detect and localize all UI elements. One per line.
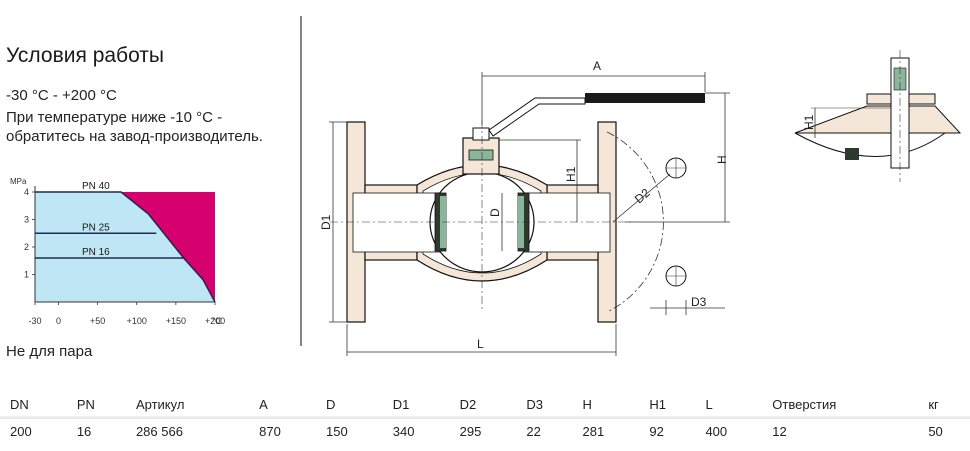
table-header-row: DN PN Артикул A D D1 D2 D3 H H1 L Отверс… [0,392,970,416]
col-pn: PN [76,396,95,412]
x-tick-label: +100 [127,316,147,326]
col-d1: D1 [392,396,410,412]
col-dn: DN [10,396,29,412]
label-h1: H1 [564,166,578,182]
valve-technical-drawing: A H H1 D1 D D2 D3 L H1 [300,16,962,356]
cell-a: 870 [259,423,281,439]
x-tick-label: 0 [56,316,61,326]
col-d: D [325,396,336,412]
cell-article: 286 566 [135,423,183,439]
y-tick-label: 1 [24,270,29,280]
cell-holes: 12 [772,423,787,439]
cell-kg: 50 [928,423,943,439]
table-row: 200 16 286 566 870 150 340 295 22 281 92… [0,419,970,443]
section-title: Условия работы [6,44,165,67]
label-l: L [477,337,484,351]
y-tick-label: 2 [24,242,29,252]
col-a: A [259,396,268,412]
cell-h1: 92 [649,423,664,439]
col-h: H [582,396,592,412]
series-line-0 [35,191,216,303]
low-temp-note-line1: При температуре ниже -10 °С - [6,109,223,126]
label-d1: D1 [319,214,333,230]
cell-pn: 16 [76,423,92,439]
allowed-zone [35,192,215,302]
valve-body [330,93,705,323]
col-d3: D3 [526,396,544,412]
cell-d1: 340 [392,423,415,439]
col-holes: Отверстия [772,396,837,412]
detail-view [794,50,962,182]
label-h1-detail: H1 [802,114,816,130]
col-d2: D2 [459,396,477,412]
x-tick-label: -30 [28,316,41,326]
x-unit-label: °С [212,316,223,326]
series-label-2: PN 16 [82,247,110,258]
spec-table: DN PN Артикул A D D1 D2 D3 H H1 L Отверс… [0,392,970,443]
cell-d: 150 [325,423,348,439]
dimension-lines [329,72,730,356]
x-tick-label: +200 [205,316,225,326]
dimension-labels: A H H1 D1 D D2 D3 L H1 [319,59,816,351]
bolt-circle [606,131,687,313]
y-unit-label: MPa [10,177,27,186]
col-l: L [705,396,713,412]
low-temp-note-line2: обратитесь на завод-производитель. [6,128,263,145]
y-tick-label: 3 [24,215,29,225]
col-kg: кг [928,396,939,412]
series-label-1: PN 25 [82,222,110,233]
cell-d3: 22 [526,423,541,439]
temperature-range: -30 °C - +200 °C [6,87,117,104]
x-tick-label: +150 [166,316,186,326]
col-h1: H1 [649,396,666,412]
cell-h: 281 [582,423,605,439]
steam-warning: Не для пара [6,343,93,360]
label-d: D [488,208,502,217]
col-article: Артикул [135,396,185,412]
y-tick-label: 4 [24,187,29,197]
label-d3: D3 [691,295,707,309]
label-a: A [593,59,601,73]
header-separator [0,416,970,419]
x-tick-label: +50 [90,316,105,326]
label-h: H [715,155,729,164]
cell-dn: 200 [10,423,32,439]
series-label-0: PN 40 [82,181,110,192]
cell-d2: 295 [459,423,482,439]
cell-l: 400 [705,423,728,439]
